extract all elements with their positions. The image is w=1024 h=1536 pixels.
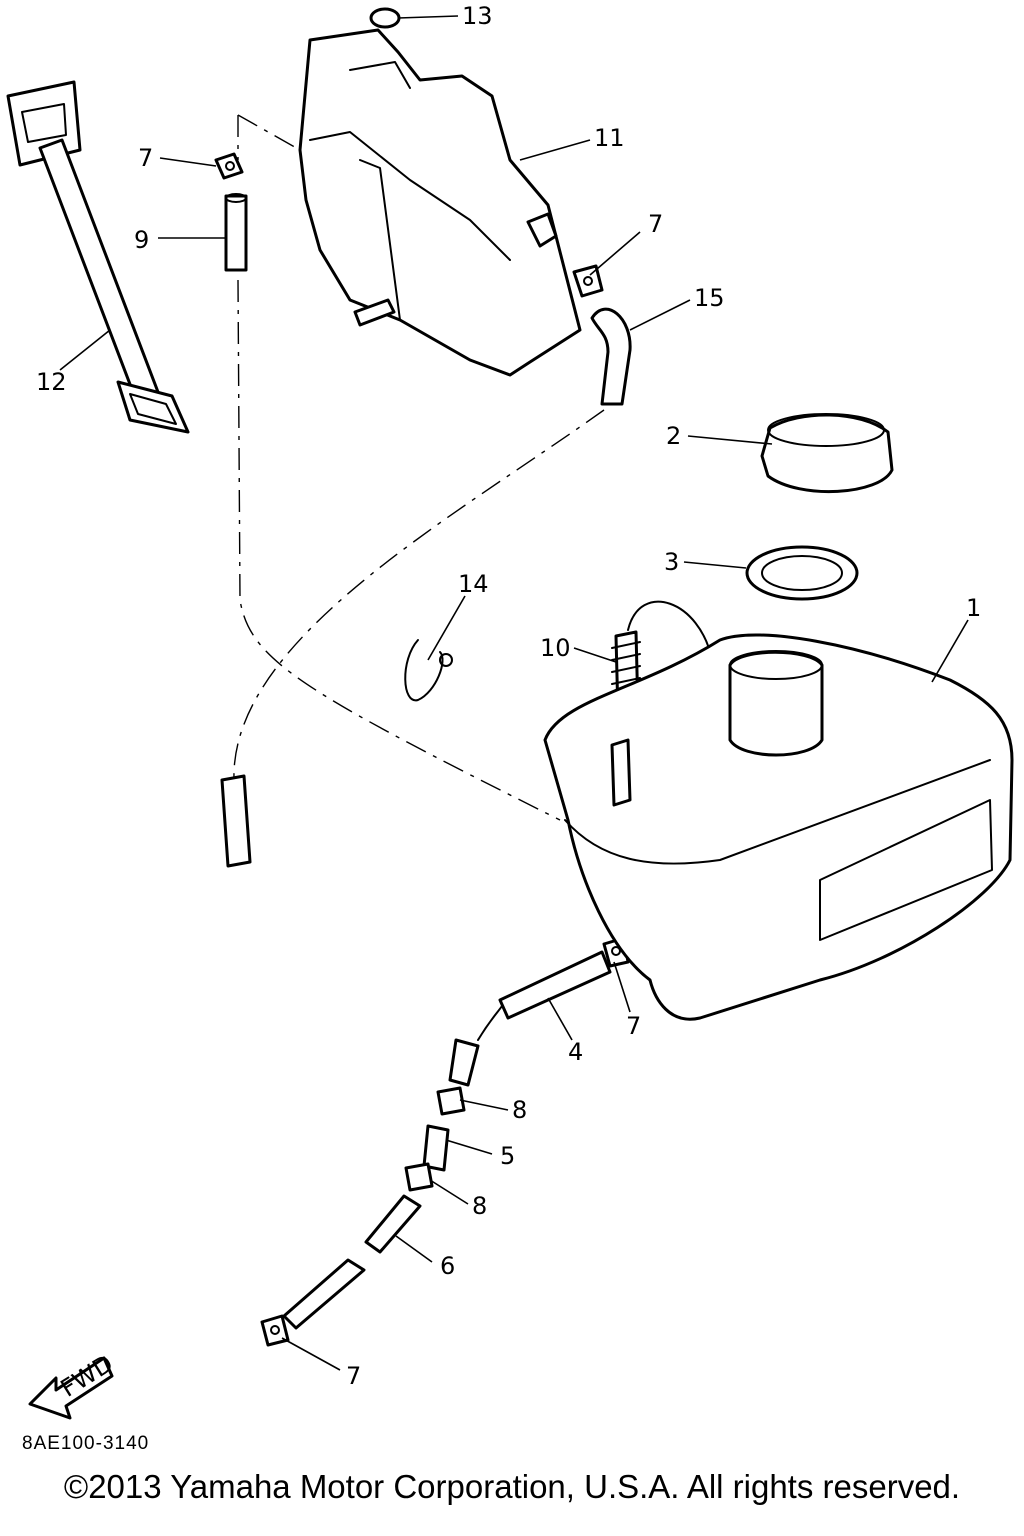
hose-segment-upper [448, 1038, 480, 1087]
part-3-gasket [745, 545, 859, 601]
part-11-oil-tank [298, 28, 582, 377]
callout-1: 1 [966, 594, 981, 622]
part-8-clip-b [404, 1162, 434, 1192]
part-13-cap [369, 7, 401, 29]
callout-12: 12 [36, 368, 67, 396]
part-4-hose [498, 950, 612, 1020]
loose-hose-segment [220, 774, 252, 868]
fwd-arrow-icon: FWD [28, 1349, 118, 1420]
callout-4: 4 [568, 1038, 583, 1066]
part-7-clip-d [260, 1314, 290, 1347]
fwd-label: FWD [56, 1349, 118, 1402]
part-1-fuel-tank [543, 633, 1014, 1021]
part-5-joint [422, 1124, 450, 1172]
figure-code: 8AE100-3140 [22, 1433, 150, 1454]
callout-6: 6 [440, 1252, 455, 1280]
callout-7-b: 7 [648, 210, 663, 238]
callout-14: 14 [458, 570, 489, 598]
part-6-hose-a [364, 1194, 422, 1254]
callout-15: 15 [694, 284, 725, 312]
callout-5: 5 [500, 1142, 515, 1170]
callout-2: 2 [666, 422, 681, 450]
callout-9: 9 [134, 226, 149, 254]
part-12-strap [6, 80, 190, 434]
part-2-fuel-cap [760, 413, 894, 494]
part-6-hose-b [282, 1258, 366, 1330]
callout-7-c: 7 [626, 1012, 641, 1040]
callout-10: 10 [540, 634, 571, 662]
callout-8-b: 8 [472, 1192, 487, 1220]
callout-13: 13 [462, 2, 493, 30]
callouts: 13 7 9 11 7 15 12 2 3 14 10 1 4 7 8 5 8 … [36, 2, 981, 1390]
callout-7-a: 7 [138, 144, 153, 172]
part-7-clip-b [572, 264, 604, 298]
copyright-notice: ©2013 Yamaha Motor Corporation, U.S.A. A… [63, 1468, 961, 1505]
callout-3: 3 [664, 548, 679, 576]
leader-lines [59, 15, 969, 1371]
part-7-clip-a [214, 152, 244, 180]
callout-7-d: 7 [346, 1362, 361, 1390]
part-15-hose [590, 307, 632, 406]
callout-8-a: 8 [512, 1096, 527, 1124]
part-9-hose [224, 193, 248, 272]
part-14-clamp [404, 639, 453, 702]
callout-11: 11 [594, 124, 625, 152]
part-8-clip-a [436, 1086, 466, 1116]
assembly-lines [233, 114, 605, 1041]
